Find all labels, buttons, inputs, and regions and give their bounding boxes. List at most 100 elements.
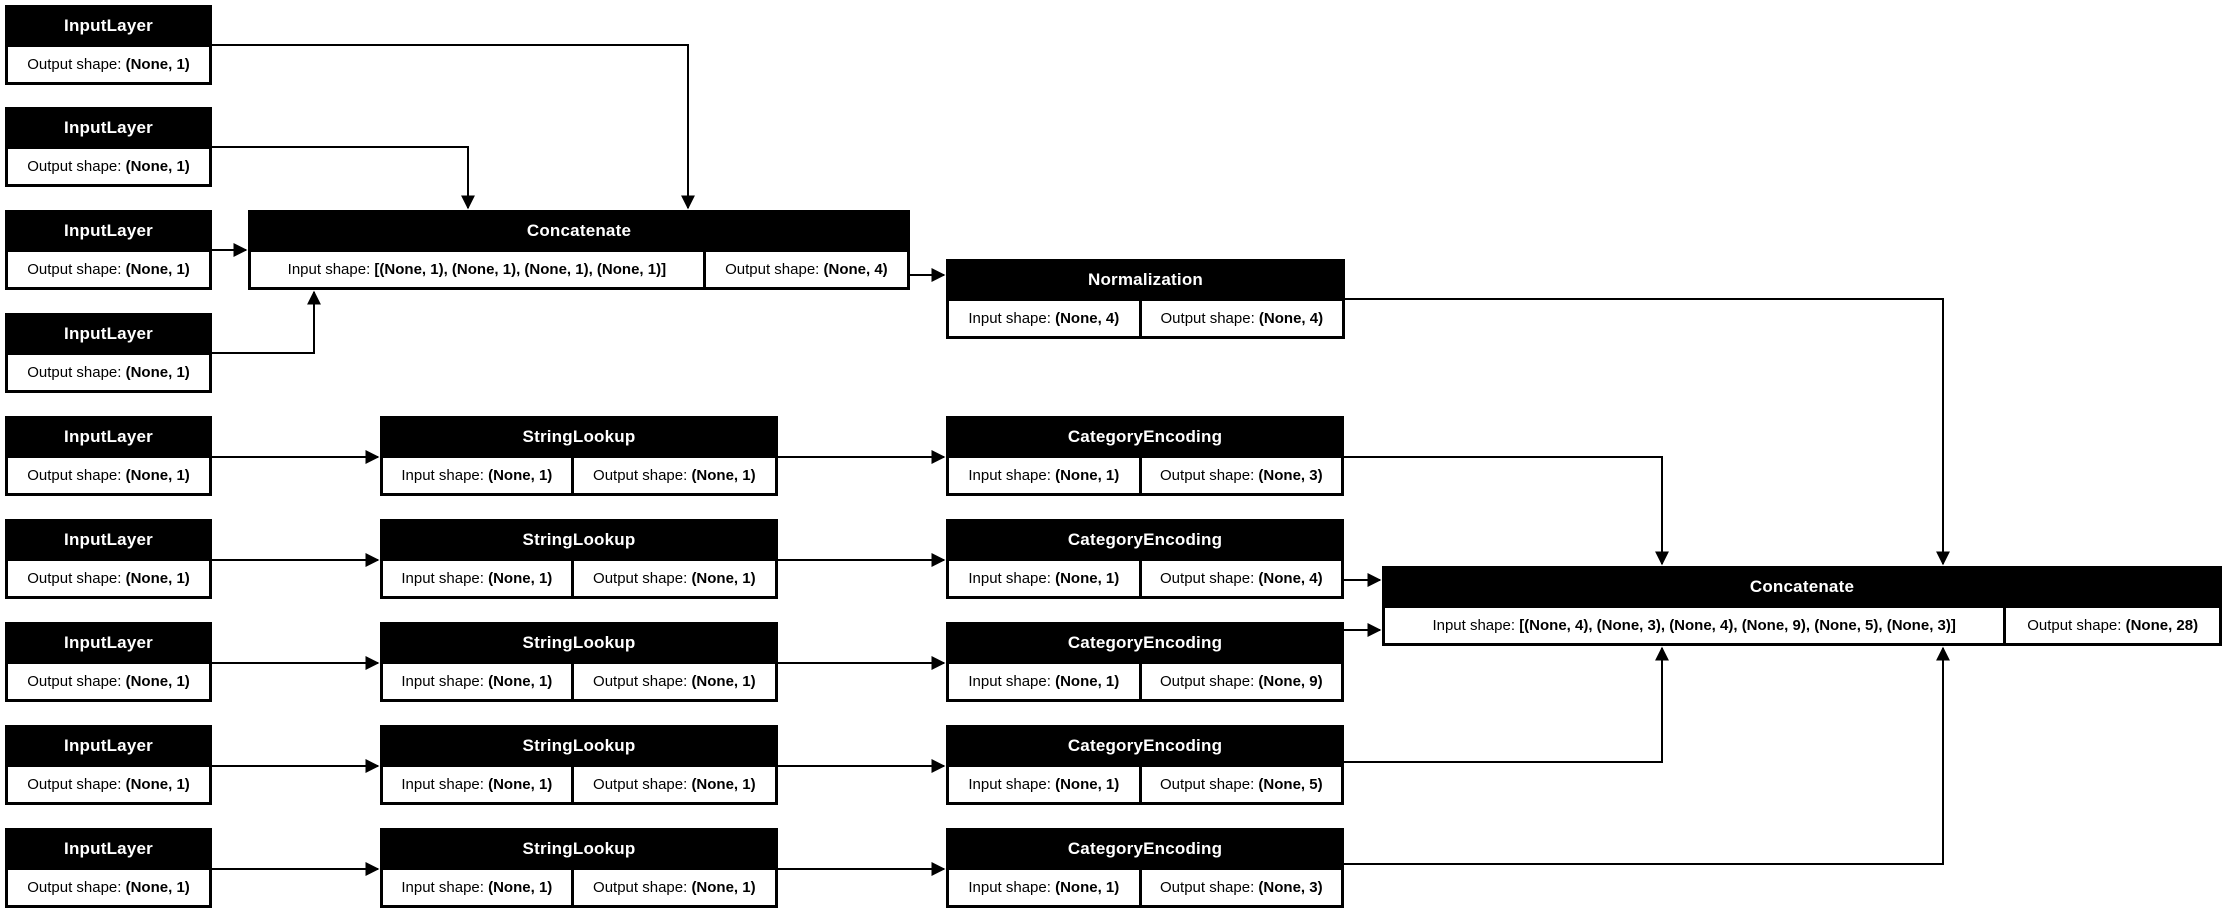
shape-row: Output shape: (None, 1) (8, 47, 209, 82)
layer-type-label: InputLayer (64, 118, 153, 137)
shape-cell-label: Input shape: (401, 776, 484, 793)
shape-cell: Output shape: (None, 1) (8, 252, 209, 287)
shape-cell: Output shape: (None, 9) (1141, 664, 1341, 699)
shape-cell-label: Output shape: (27, 56, 122, 73)
shape-cell-label: Output shape: (27, 673, 122, 690)
shape-cell: Input shape: [(None, 1), (None, 1), (Non… (251, 252, 703, 287)
shape-cell-value: (None, 5) (1258, 776, 1323, 793)
shape-cell-value: (None, 3) (1258, 467, 1323, 484)
shape-cell-value: [(None, 4), (None, 3), (None, 4), (None,… (1519, 617, 1956, 634)
shape-row: Input shape: (None, 1)Output shape: (Non… (383, 767, 775, 802)
shape-cell: Output shape: (None, 1) (8, 149, 209, 184)
shape-cell-value: (None, 1) (691, 467, 756, 484)
layer-type-label: CategoryEncoding (1067, 633, 1223, 652)
shape-cell-label: Output shape: (2027, 617, 2122, 634)
shape-row: Input shape: (None, 1) Output shape: (Non… (949, 561, 1341, 596)
shape-cell-label: Output shape: (27, 879, 122, 896)
shape-cell: Output shape: (None, 4) (1141, 561, 1341, 596)
shape-cell-label: Input shape: (968, 673, 1051, 690)
shape-row: Input shape: (None, 1)Output shape: (Non… (383, 561, 775, 596)
shape-cell-label: Output shape: (27, 776, 122, 793)
shape-cell-label: Input shape: (968, 570, 1051, 587)
shape-cell: Input shape: (None, 1) (383, 870, 571, 905)
layer-type-label: CategoryEncoding (1067, 427, 1223, 446)
shape-cell-value: (None, 1) (1055, 570, 1120, 587)
shape-cell-label: Output shape: (593, 879, 688, 896)
shape-cell: Output shape: (None, 1) (8, 870, 209, 905)
layer-type-label: Concatenate (1749, 577, 1855, 596)
shape-cell: Input shape: (None, 1) (383, 561, 571, 596)
edge-normalization_1-to-concatenate_2 (1345, 298, 1950, 566)
shape-row: Output shape: (None, 1) (8, 355, 209, 390)
layer-type-label: Concatenate (526, 221, 632, 240)
shape-cell-value: (None, 1) (1055, 673, 1120, 690)
shape-row: Input shape: (None, 1)Output shape: (Non… (949, 664, 1341, 699)
shape-row: Input shape: (None, 1)Output shape: (Non… (949, 767, 1341, 802)
shape-cell-value: (None, 1) (1055, 467, 1120, 484)
shape-cell-value: (None, 1) (691, 879, 756, 896)
shape-row: Input shape: (None, 1)Output shape: (Non… (383, 458, 775, 493)
layer-type-label: CategoryEncoding (1067, 736, 1223, 755)
shape-cell: Input shape: (None, 1) (949, 767, 1139, 802)
shape-cell-value: (None, 1) (1055, 776, 1120, 793)
shape-cell-label: Output shape: (1160, 310, 1255, 327)
layer-type-label: StringLookup (522, 839, 636, 858)
shape-cell: Input shape: [(None, 4), (None, 3), (Non… (1385, 608, 2004, 643)
shape-row: Output shape: (None, 1) (8, 458, 209, 493)
layer-type-label: CategoryEncoding (1067, 839, 1223, 858)
shape-cell: Output shape: (None, 3) (1141, 870, 1341, 905)
shape-cell: Output shape: (None, 1) (8, 767, 209, 802)
layer-type-label: StringLookup (522, 736, 636, 755)
shape-cell-value: (None, 1) (691, 570, 756, 587)
shape-cell-label: Output shape: (593, 776, 688, 793)
edge-input_layer_4-to-concatenate_1 (212, 290, 321, 354)
shape-cell-value: (None, 1) (125, 570, 190, 587)
shape-cell-value: (None, 1) (125, 879, 190, 896)
shape-row: Output shape: (None, 1) (8, 870, 209, 905)
shape-row: Input shape: (None, 4)Output shape: (Non… (949, 301, 1342, 336)
shape-cell: Output shape: (None, 5) (1141, 767, 1341, 802)
shape-cell-value: (None, 1) (125, 56, 190, 73)
shape-cell-label: Output shape: (1160, 673, 1255, 690)
shape-cell: Input shape: (None, 1) (949, 870, 1139, 905)
edge-category_encoding_1-to-concatenate_2 (1344, 456, 1669, 566)
shape-cell: Output shape: (None, 4) (705, 252, 907, 287)
shape-cell: Input shape: (None, 1) (383, 664, 571, 699)
shape-cell-value: (None, 1) (691, 673, 756, 690)
shape-cell-value: (None, 3) (1258, 879, 1323, 896)
shape-cell: Input shape: (None, 1) (949, 664, 1139, 699)
shape-cell: Output shape: (None, 1) (8, 458, 209, 493)
shape-cell-value: (None, 1) (488, 467, 553, 484)
shape-cell: Output shape: (None, 1) (8, 355, 209, 390)
shape-cell: Output shape: (None, 3) (1141, 458, 1341, 493)
shape-cell-label: Output shape: (725, 261, 820, 278)
shape-cell-value: (None, 1) (125, 364, 190, 381)
shape-cell: Output shape: (None, 1) (573, 458, 775, 493)
shape-cell: Input shape: (None, 1) (383, 767, 571, 802)
layer-type-label: InputLayer (64, 530, 153, 549)
shape-row: Input shape: (None, 1)Output shape: (Non… (949, 870, 1341, 905)
shape-cell-value: (None, 9) (1258, 673, 1323, 690)
shape-cell: Input shape: (None, 1) (383, 458, 571, 493)
shape-cell-value: (None, 4) (1055, 310, 1120, 327)
shape-cell: Output shape: (None, 1) (573, 561, 775, 596)
shape-row: Output shape: (None, 1) (8, 767, 209, 802)
shape-cell-label: Input shape: (968, 776, 1051, 793)
shape-row: Input shape: [(None, 4), (None, 3), (Non… (1385, 608, 2219, 643)
edge-input_layer_2-to-concatenate_1 (212, 146, 475, 210)
layer-type-label: InputLayer (64, 16, 153, 35)
shape-cell: Output shape: (None, 4) (1141, 301, 1342, 336)
